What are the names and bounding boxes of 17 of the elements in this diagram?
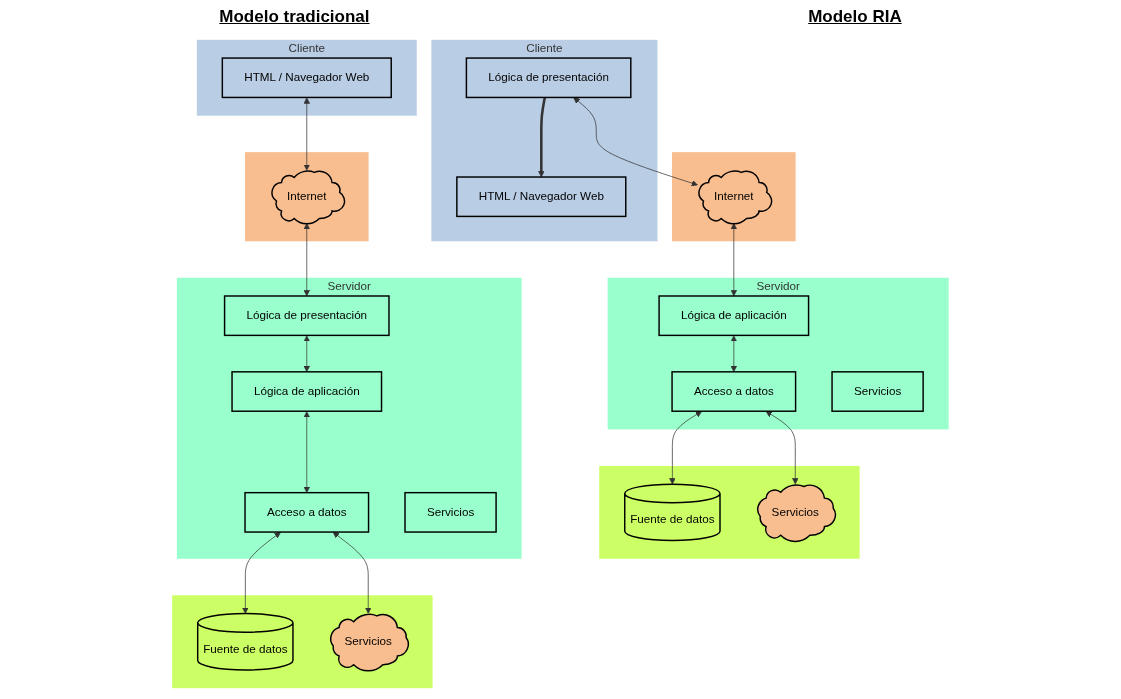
- node-box: Lógica de aplicación: [658, 295, 810, 337]
- node-box: Acceso a datos: [671, 371, 797, 412]
- node-box: HTML / Navegador Web: [456, 176, 627, 218]
- node-box: Servicios: [404, 491, 497, 533]
- node-box: HTML / Navegador Web: [221, 57, 393, 99]
- node-box: Lógica de presentación: [465, 57, 632, 99]
- cluster: [245, 152, 369, 242]
- node-box: Lógica de aplicación: [231, 371, 383, 412]
- cluster: [172, 595, 433, 689]
- model-heading: Modelo tradicional: [219, 7, 370, 27]
- model-heading: Modelo RIA: [808, 7, 902, 27]
- node-box: Acceso a datos: [244, 491, 370, 533]
- arrow: [538, 97, 547, 178]
- cluster: [599, 465, 860, 559]
- node-box: Servicios: [831, 371, 924, 412]
- node-box: Lógica de presentación: [223, 295, 390, 337]
- cluster: [672, 152, 796, 242]
